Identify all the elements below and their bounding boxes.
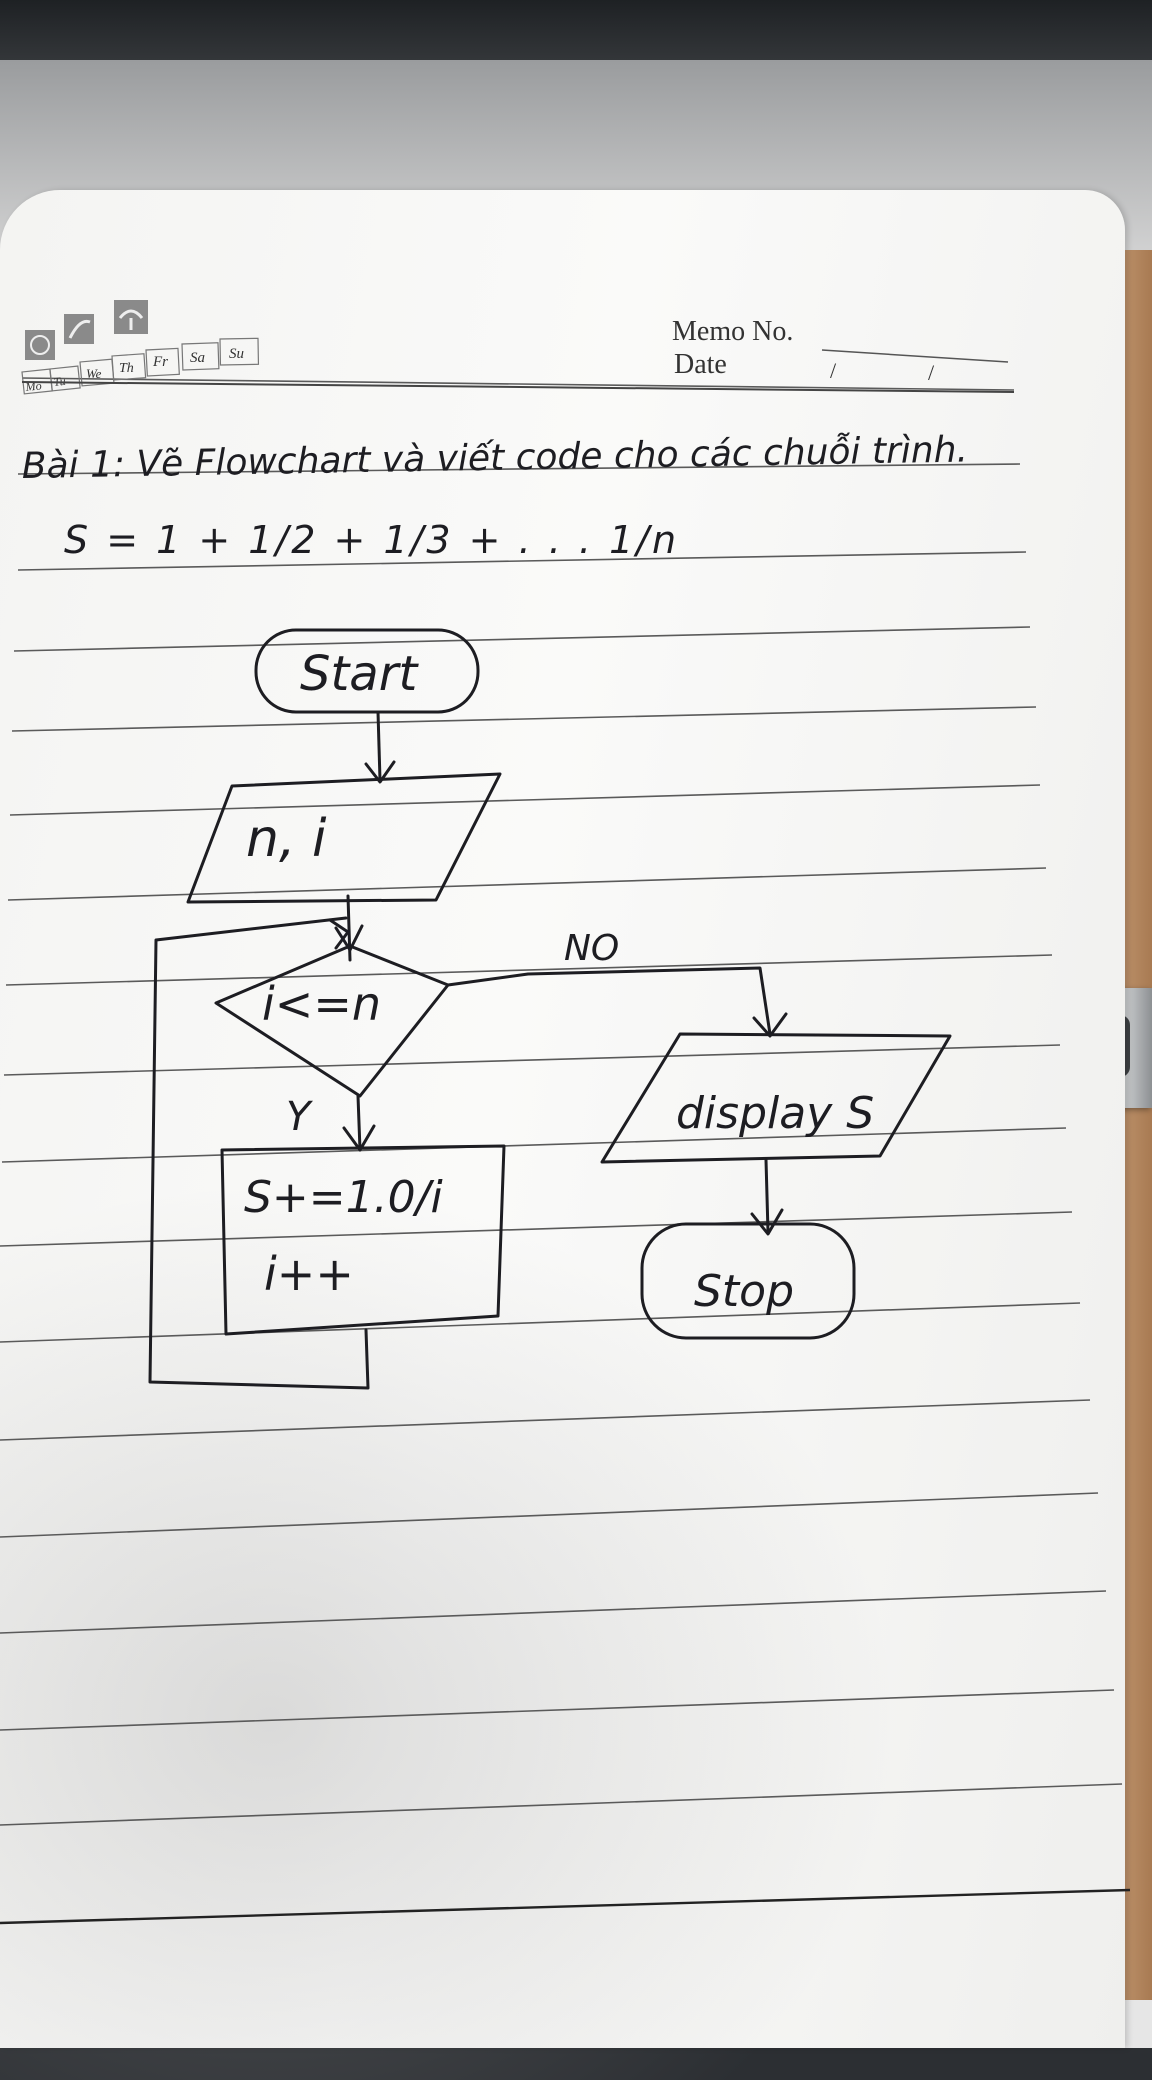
- process-box: [220, 1144, 506, 1336]
- weekday-fr: Fr: [152, 354, 168, 370]
- stop-terminal: [640, 1222, 856, 1340]
- no-label: NO: [564, 928, 619, 969]
- yes-label: Y: [286, 1094, 314, 1140]
- flowchart: [148, 628, 952, 1390]
- arrowhead-yes: [342, 1124, 376, 1152]
- memo-line: [821, 349, 1009, 363]
- arrowhead-2: [334, 924, 364, 952]
- weekday-we: We: [86, 366, 102, 381]
- ruled-lines: [0, 377, 1131, 1925]
- input-label: n, i: [246, 809, 327, 869]
- umbrella-icon: [118, 309, 144, 330]
- input-parallelogram: [186, 772, 502, 904]
- output-label: display S: [676, 1088, 874, 1139]
- weekday-su: Su: [229, 346, 244, 362]
- date-slash-1: /: [830, 358, 837, 383]
- stop-label: Stop: [694, 1266, 794, 1317]
- weather-icons: [25, 300, 148, 360]
- notebook-page: [0, 190, 1125, 2048]
- weekday-mo: Mo: [24, 378, 42, 394]
- weekday-sa: Sa: [190, 350, 205, 366]
- date-slash-2: /: [928, 360, 935, 385]
- arrowhead-1: [364, 760, 396, 784]
- date-label: Date: [674, 349, 727, 380]
- cloud-icon: [68, 319, 91, 339]
- decision-label: i<=n: [262, 977, 381, 1031]
- output-parallelogram: [600, 1032, 952, 1164]
- process-line-1: S+=1.0/i: [244, 1172, 443, 1223]
- arrow-output-stop: [764, 1158, 770, 1234]
- arrow-no: [446, 966, 772, 1036]
- memo-label: Memo No.: [672, 316, 793, 347]
- flowchart-labels: Start n, i i<=n NO Y S+=1.0/i i++ displa…: [244, 646, 874, 1317]
- weekday-labels: Mo Tu We Th Fr Sa Su: [24, 346, 244, 394]
- header-rule: [21, 381, 1015, 393]
- exercise-title: Bài 1: Vẽ Flowchart và viết code cho các…: [21, 429, 968, 487]
- process-line-2: i++: [264, 1247, 354, 1301]
- decision-diamond: [214, 944, 450, 1098]
- start-label: Start: [300, 646, 419, 702]
- sun-icon: [30, 335, 50, 355]
- arrowhead-loop: [328, 918, 350, 950]
- arrowhead-3: [750, 1208, 784, 1236]
- loop-back-arrow: [148, 916, 370, 1390]
- start-terminal: [254, 628, 480, 714]
- exercise-formula: S = 1 + 1/2 + 1/3 + . . . 1/n: [64, 518, 679, 562]
- weekday-th: Th: [119, 361, 134, 376]
- arrow-start-input: [376, 710, 382, 782]
- arrow-yes: [356, 1094, 362, 1152]
